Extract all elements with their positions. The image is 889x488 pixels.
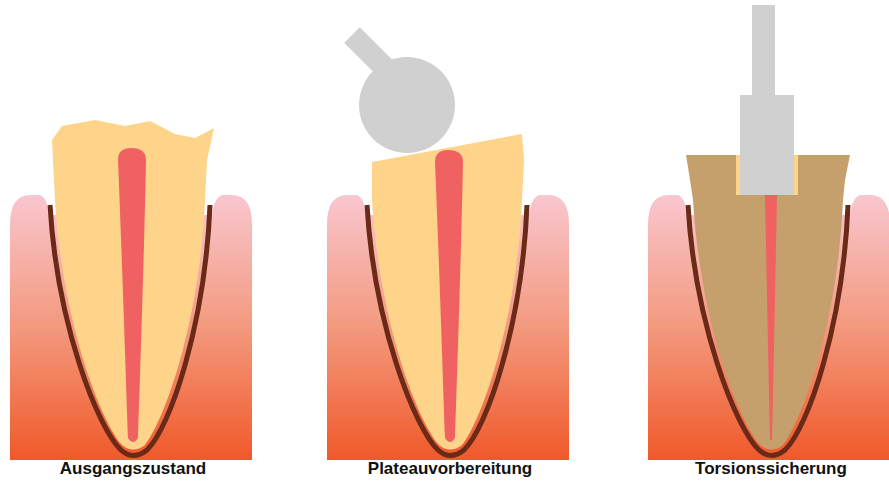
pulp <box>118 148 146 442</box>
ball-bur <box>359 57 455 153</box>
drill-shaft <box>752 5 775 97</box>
panel-caption: Plateauvorbereitung <box>368 459 532 479</box>
root-canal <box>765 195 777 440</box>
pulp <box>435 150 463 442</box>
tooth-panel <box>327 35 569 460</box>
post-drill <box>740 95 794 195</box>
tooth <box>52 120 214 450</box>
tooth-panel <box>10 120 252 460</box>
tooth <box>686 155 850 450</box>
tooth <box>372 134 524 450</box>
tooth-panel <box>648 5 889 460</box>
panel-caption: Torsionssicherung <box>695 459 847 479</box>
panel-caption: Ausgangszustand <box>60 459 206 479</box>
